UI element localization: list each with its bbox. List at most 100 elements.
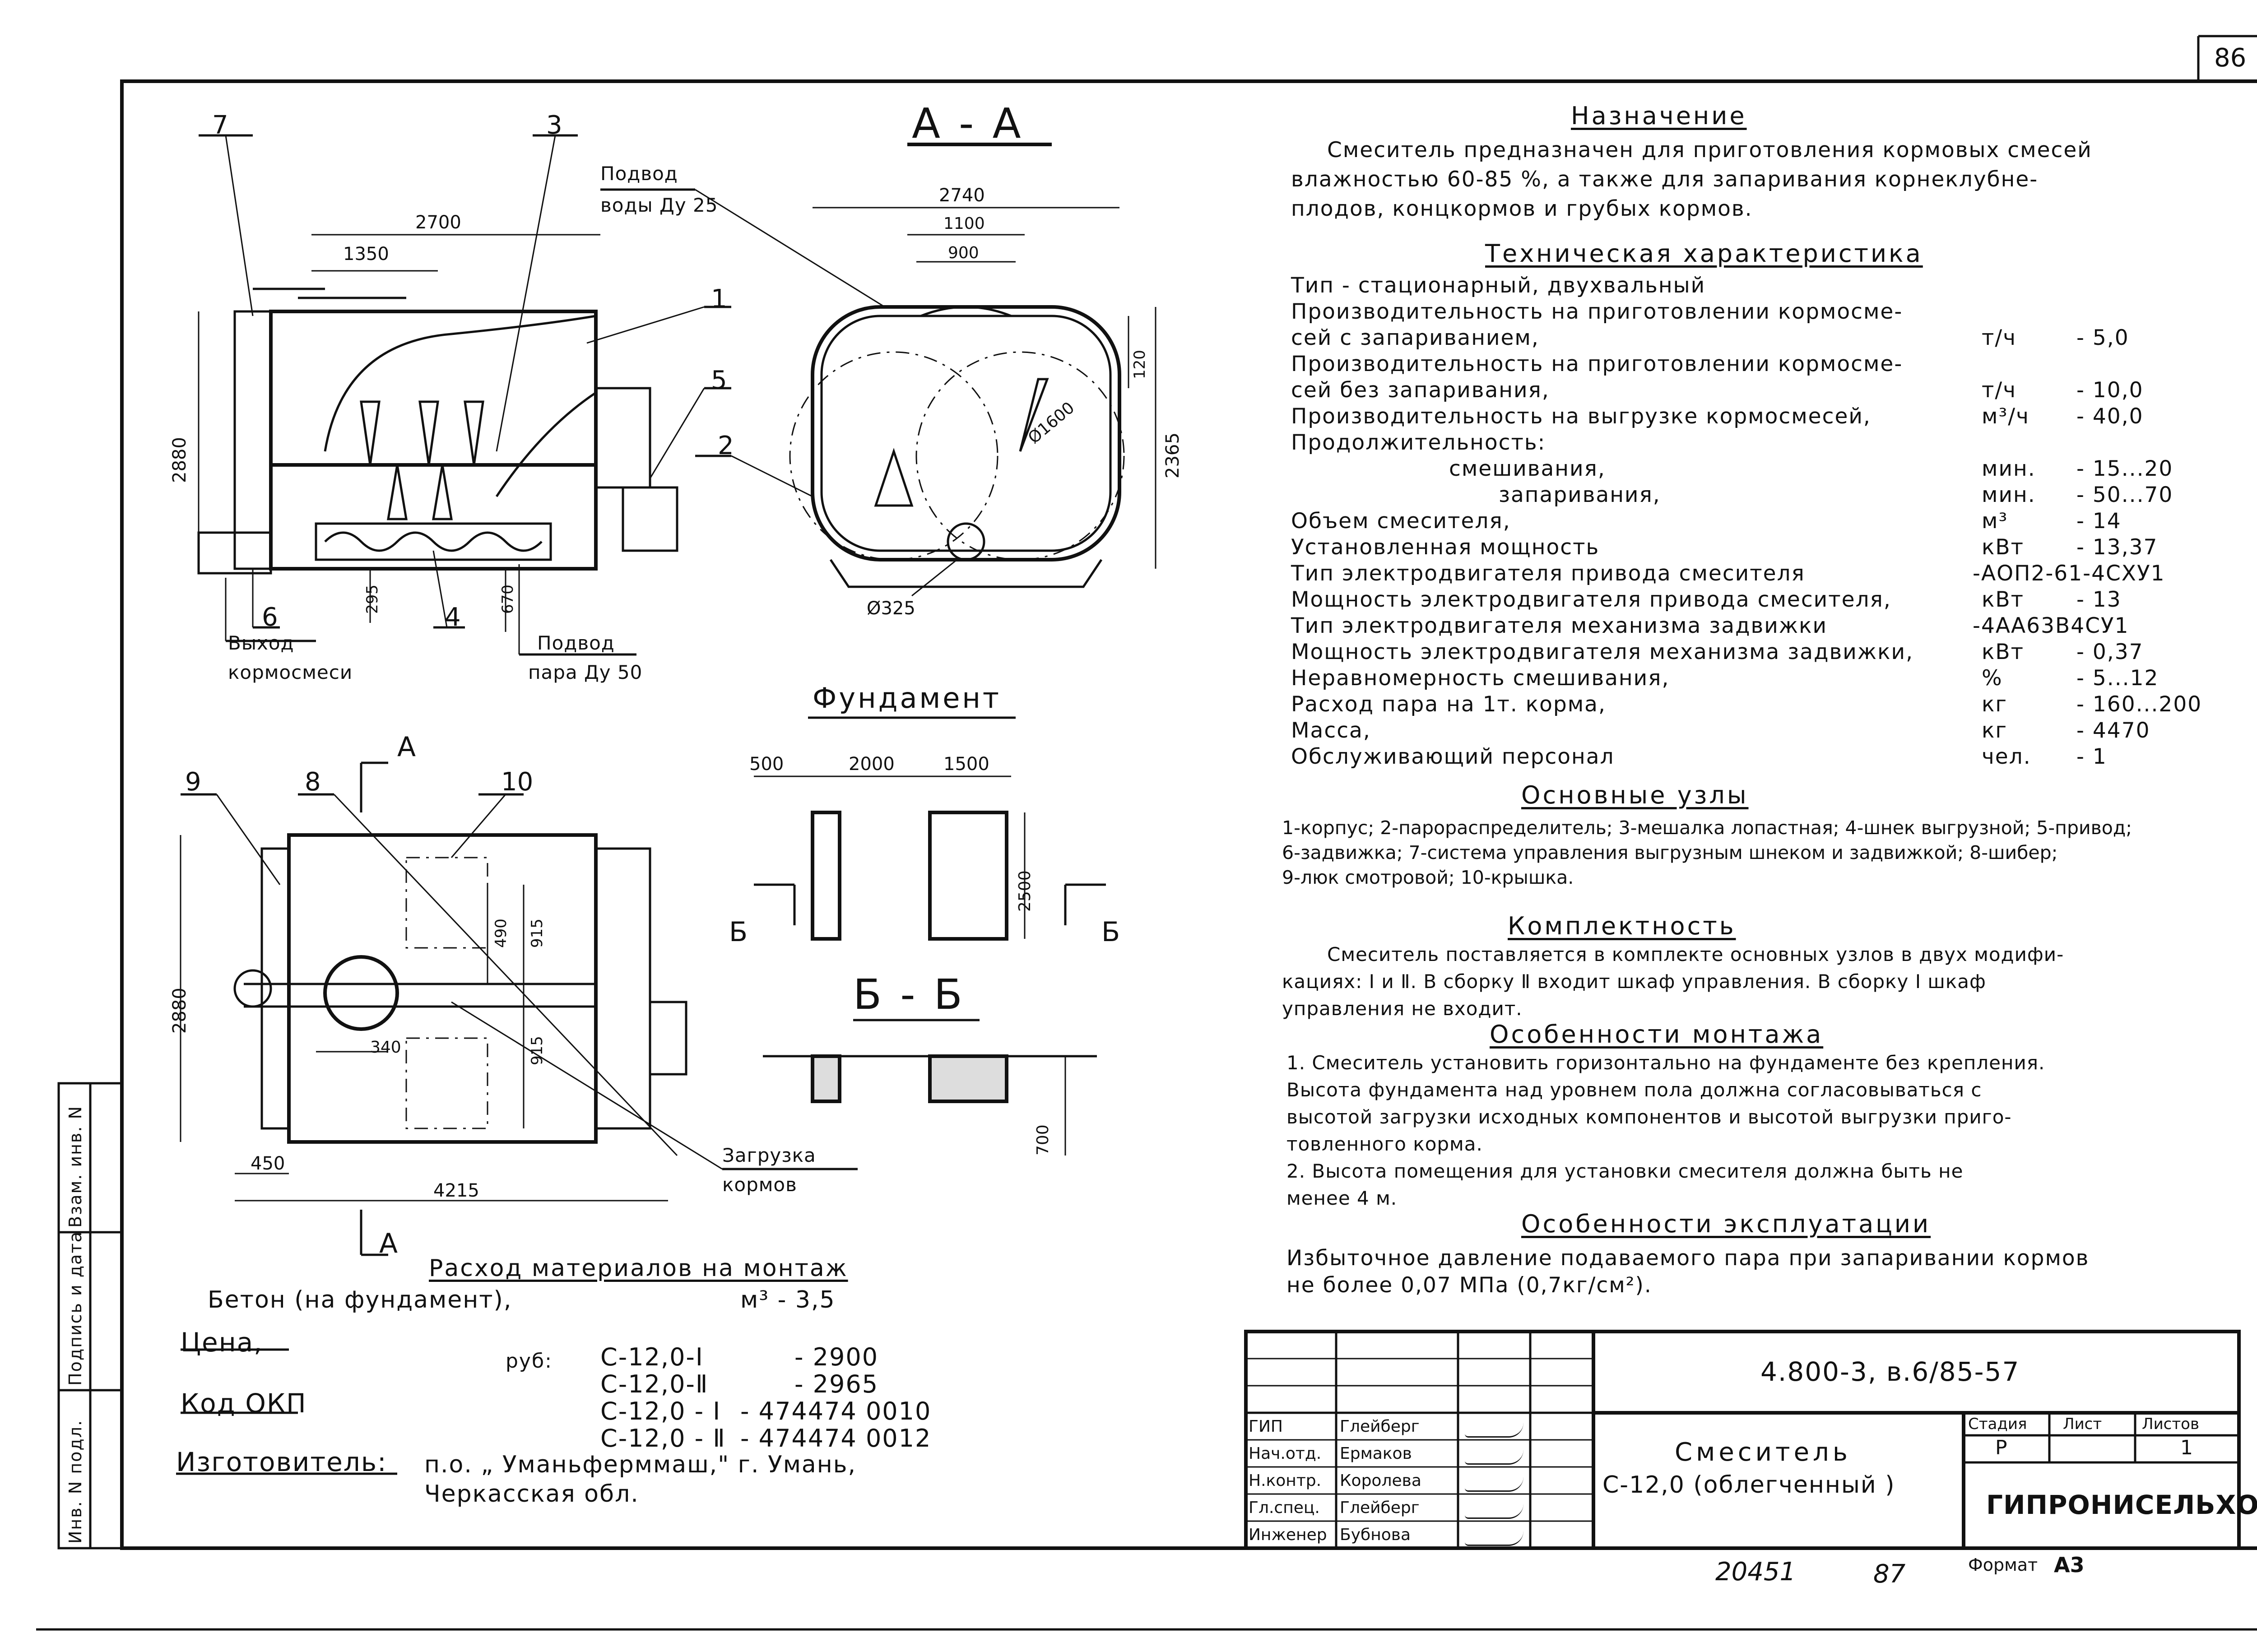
title-block-grid [1244,1330,2241,1550]
stamp-role: Нач.отд. [1249,1444,1322,1463]
purpose-line-3: плодов, концкормов и грубых кормов. [1291,196,1753,221]
specs-title: Техническая характеристика [1485,239,1923,268]
sheet-header: Лист [2063,1415,2102,1433]
purpose-line-2: влажностью 60-85 %, а также для запарива… [1291,167,2039,192]
spec-value: - 5,0 [2076,325,2129,350]
sheets-value: 1 [2180,1436,2193,1459]
spec-unit: чел. [1982,744,2031,769]
loading-label: Загрузка [722,1144,816,1166]
dim-1350: 1350 [343,244,389,265]
spec-value: - 13,37 [2076,535,2158,560]
spec-label: Неравномерность смешивания, [1291,666,1670,691]
spec-label: запаривания, [1499,483,1661,507]
signature-mark [1465,1504,1523,1519]
callout-8: 8 [305,767,321,797]
spec-value: - 5...12 [2076,666,2159,691]
mounting-line-2: Высота фундамента над уровнем пола должн… [1286,1079,1982,1101]
callout-10: 10 [501,767,534,797]
nodes-line-3: 9-люк смотровой; 10-крышка. [1282,867,1574,888]
spec-label: Установленная мощность [1291,535,1600,560]
price-row-2-value: - 2965 [794,1370,879,1398]
kit-line-1: Смеситель поставляется в комплекте основ… [1327,943,2064,965]
spec-unit: мин. [1982,483,2036,507]
spec-value: -АОП2-61-4СХУ1 [1973,561,2165,586]
maker-line-2: Черкасская обл. [424,1480,639,1508]
dim-915-bottom: 915 [528,1036,546,1065]
spec-value: - 4470 [2076,718,2150,743]
spec-unit: кВт [1982,587,2025,612]
dim-2880-plan: 2880 [169,988,190,1034]
dim-2740: 2740 [939,185,985,206]
mounting-line-6: менее 4 м. [1286,1187,1398,1209]
stamp-person-name: Королева [1340,1471,1421,1490]
stamp-person-name: Бубнова [1340,1526,1411,1544]
price-row-4-value: - 474474 0012 [740,1424,932,1452]
mounting-line-5: 2. Высота помещения для установки смесит… [1286,1160,1964,1182]
kit-line-3: управления не входит. [1282,998,1523,1020]
dim-915-top: 915 [528,919,546,948]
format-value: А3 [2054,1553,2085,1577]
spec-value: - 40,0 [2076,404,2144,429]
stage-value: Р [1995,1436,2007,1459]
dim-900: 900 [948,244,979,262]
callout-1: 1 [711,284,727,314]
dim-500: 500 [749,754,784,775]
spec-value: - 10,0 [2076,378,2144,403]
archive-number: 20451 [1715,1557,1796,1587]
materials-title: Расход материалов на монтаж [429,1255,848,1282]
spec-label: Мощность электродвигателя механизма задв… [1291,640,1914,664]
sheets-header: Листов [2142,1415,2200,1433]
spec-value: - 15...20 [2076,456,2173,481]
spec-unit: кВт [1982,640,2025,664]
maker-line-1: п.о. „ Уманьферммаш," г. Умань, [424,1451,856,1478]
cut-a-top: А [397,731,416,763]
operation-line-1: Избыточное давление подаваемого пара при… [1286,1246,2090,1271]
organization-name: ГИПРОНИСЕЛЬХОЗ [1986,1490,2257,1520]
dim-1500: 1500 [943,754,989,775]
dim-120: 120 [1131,350,1149,379]
water-inlet-label-2: воды Ду 25 [600,194,718,216]
doc-code: 4.800-3, в.6/85-57 [1760,1356,2020,1387]
spec-label: Обслуживающий персонал [1291,744,1615,769]
spec-unit: т/ч [1982,325,2016,350]
spec-label: сей с запариванием, [1291,325,1539,350]
dim-2700: 2700 [415,212,461,233]
spec-label: Продолжительность: [1291,430,1546,455]
spec-label: Производительность на приготовлении корм… [1291,352,1903,376]
callout-7: 7 [212,111,228,140]
stamp-person-name: Глейберг [1340,1499,1420,1517]
operation-title: Особенности эксплуатации [1521,1210,1931,1238]
price-row-4-code: С-12,0 - Ⅱ [600,1424,726,1452]
water-inlet-label: Подвод [600,162,678,185]
spec-label: Расход пара на 1т. корма, [1291,692,1606,717]
spec-unit: т/ч [1982,378,2016,403]
price-row-3-value: - 474474 0010 [740,1397,932,1425]
section-aa-label: А - А [912,99,1024,148]
dim-295: 295 [363,585,381,614]
dim-1100: 1100 [943,214,985,233]
dim-2500: 2500 [1016,870,1034,912]
signature-mark [1465,1531,1523,1546]
dim-670: 670 [499,585,517,614]
spec-label: сей без запаривания, [1291,378,1550,403]
spec-unit: кг [1982,692,2008,717]
spec-label: Производительность на выгрузке кормосмес… [1291,404,1871,429]
mounting-title: Особенности монтажа [1490,1020,1824,1049]
kit-line-2: кациях: Ⅰ и Ⅱ. В сборку Ⅱ входит шкаф уп… [1282,970,1986,993]
dim-340: 340 [370,1038,401,1057]
spec-label: Мощность электродвигателя привода смесит… [1291,587,1891,612]
product-name-2: С-12,0 (облегченный ) [1602,1471,1895,1499]
steam-inlet-label: Подвод [537,632,615,654]
dim-2000: 2000 [849,754,895,775]
dim-490: 490 [492,919,510,948]
stamp-person-name: Ермаков [1340,1444,1412,1463]
callout-4: 4 [445,603,461,632]
dim-4215: 4215 [433,1180,479,1201]
spec-unit: % [1982,666,2003,691]
stamp-role: Инженер [1249,1526,1327,1544]
spec-unit: м³ [1982,509,2008,534]
callout-3: 3 [546,111,562,140]
spec-label: смешивания, [1449,456,1606,481]
